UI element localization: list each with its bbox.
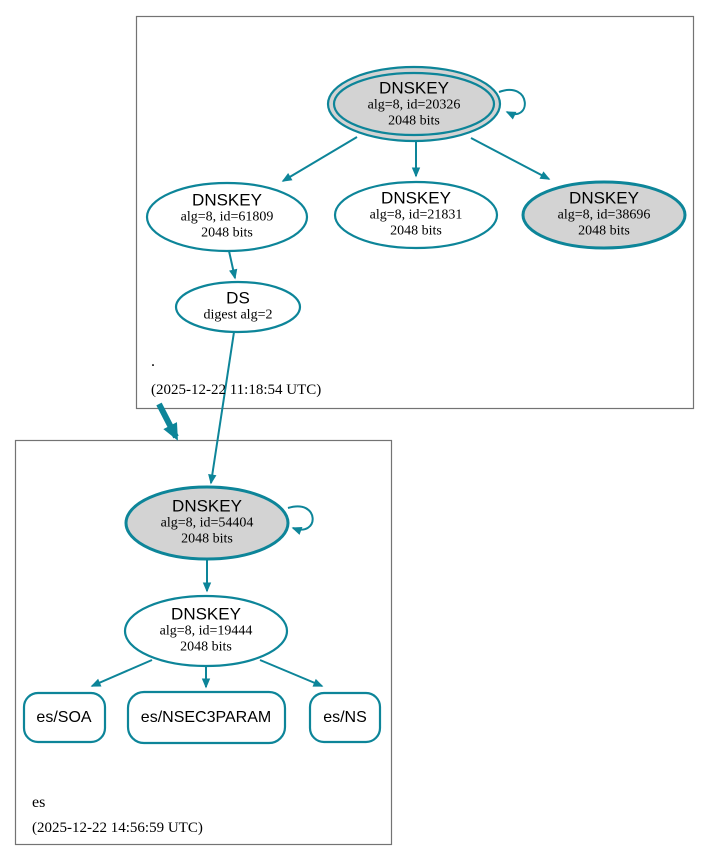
edge-ds-to-es-ksk <box>208 331 235 485</box>
node-root-zsk-21831-ellipse[interactable] <box>333 180 499 250</box>
node-root-zsk-61809-ellipse[interactable] <box>145 181 309 253</box>
edge-root-ksk-to-ksk-38696 <box>470 137 551 180</box>
root-zone-timestamp: (2025-12-22 11:18:54 UTC) <box>151 382 322 398</box>
node-es-ksk-ellipse[interactable] <box>124 485 290 561</box>
root-zone-name: . <box>151 353 155 370</box>
edge-zsk-19444-to-rrset-ns <box>259 659 324 687</box>
es-zone-cluster-box <box>14 439 393 846</box>
edge-root-ksk-to-zsk-61809 <box>281 136 358 182</box>
es-zone-name: es <box>32 794 46 811</box>
node-rrset-ns-rect[interactable] <box>308 691 382 744</box>
node-es-zsk-ellipse[interactable] <box>123 594 289 668</box>
root-zone-cluster-box <box>135 15 695 410</box>
edge-zsk-19444-to-rrset-soa <box>90 659 153 687</box>
edge-es-ksk-selfloop <box>287 505 314 535</box>
edge-root-zone-to-es-zone <box>156 402 179 441</box>
node-root-ds-ellipse[interactable] <box>174 280 302 334</box>
edge-zsk-61809-to-ds <box>228 250 238 280</box>
node-rrset-nsec3param-rect[interactable] <box>126 690 287 745</box>
node-root-ksk-38696-ellipse[interactable] <box>521 180 687 250</box>
edge-root-ksk-selfloop <box>498 89 526 120</box>
es-zone-timestamp: (2025-12-22 14:56:59 UTC) <box>32 820 203 836</box>
node-root-ksk-ellipse[interactable] <box>332 71 496 137</box>
node-rrset-soa-rect[interactable] <box>22 691 107 744</box>
